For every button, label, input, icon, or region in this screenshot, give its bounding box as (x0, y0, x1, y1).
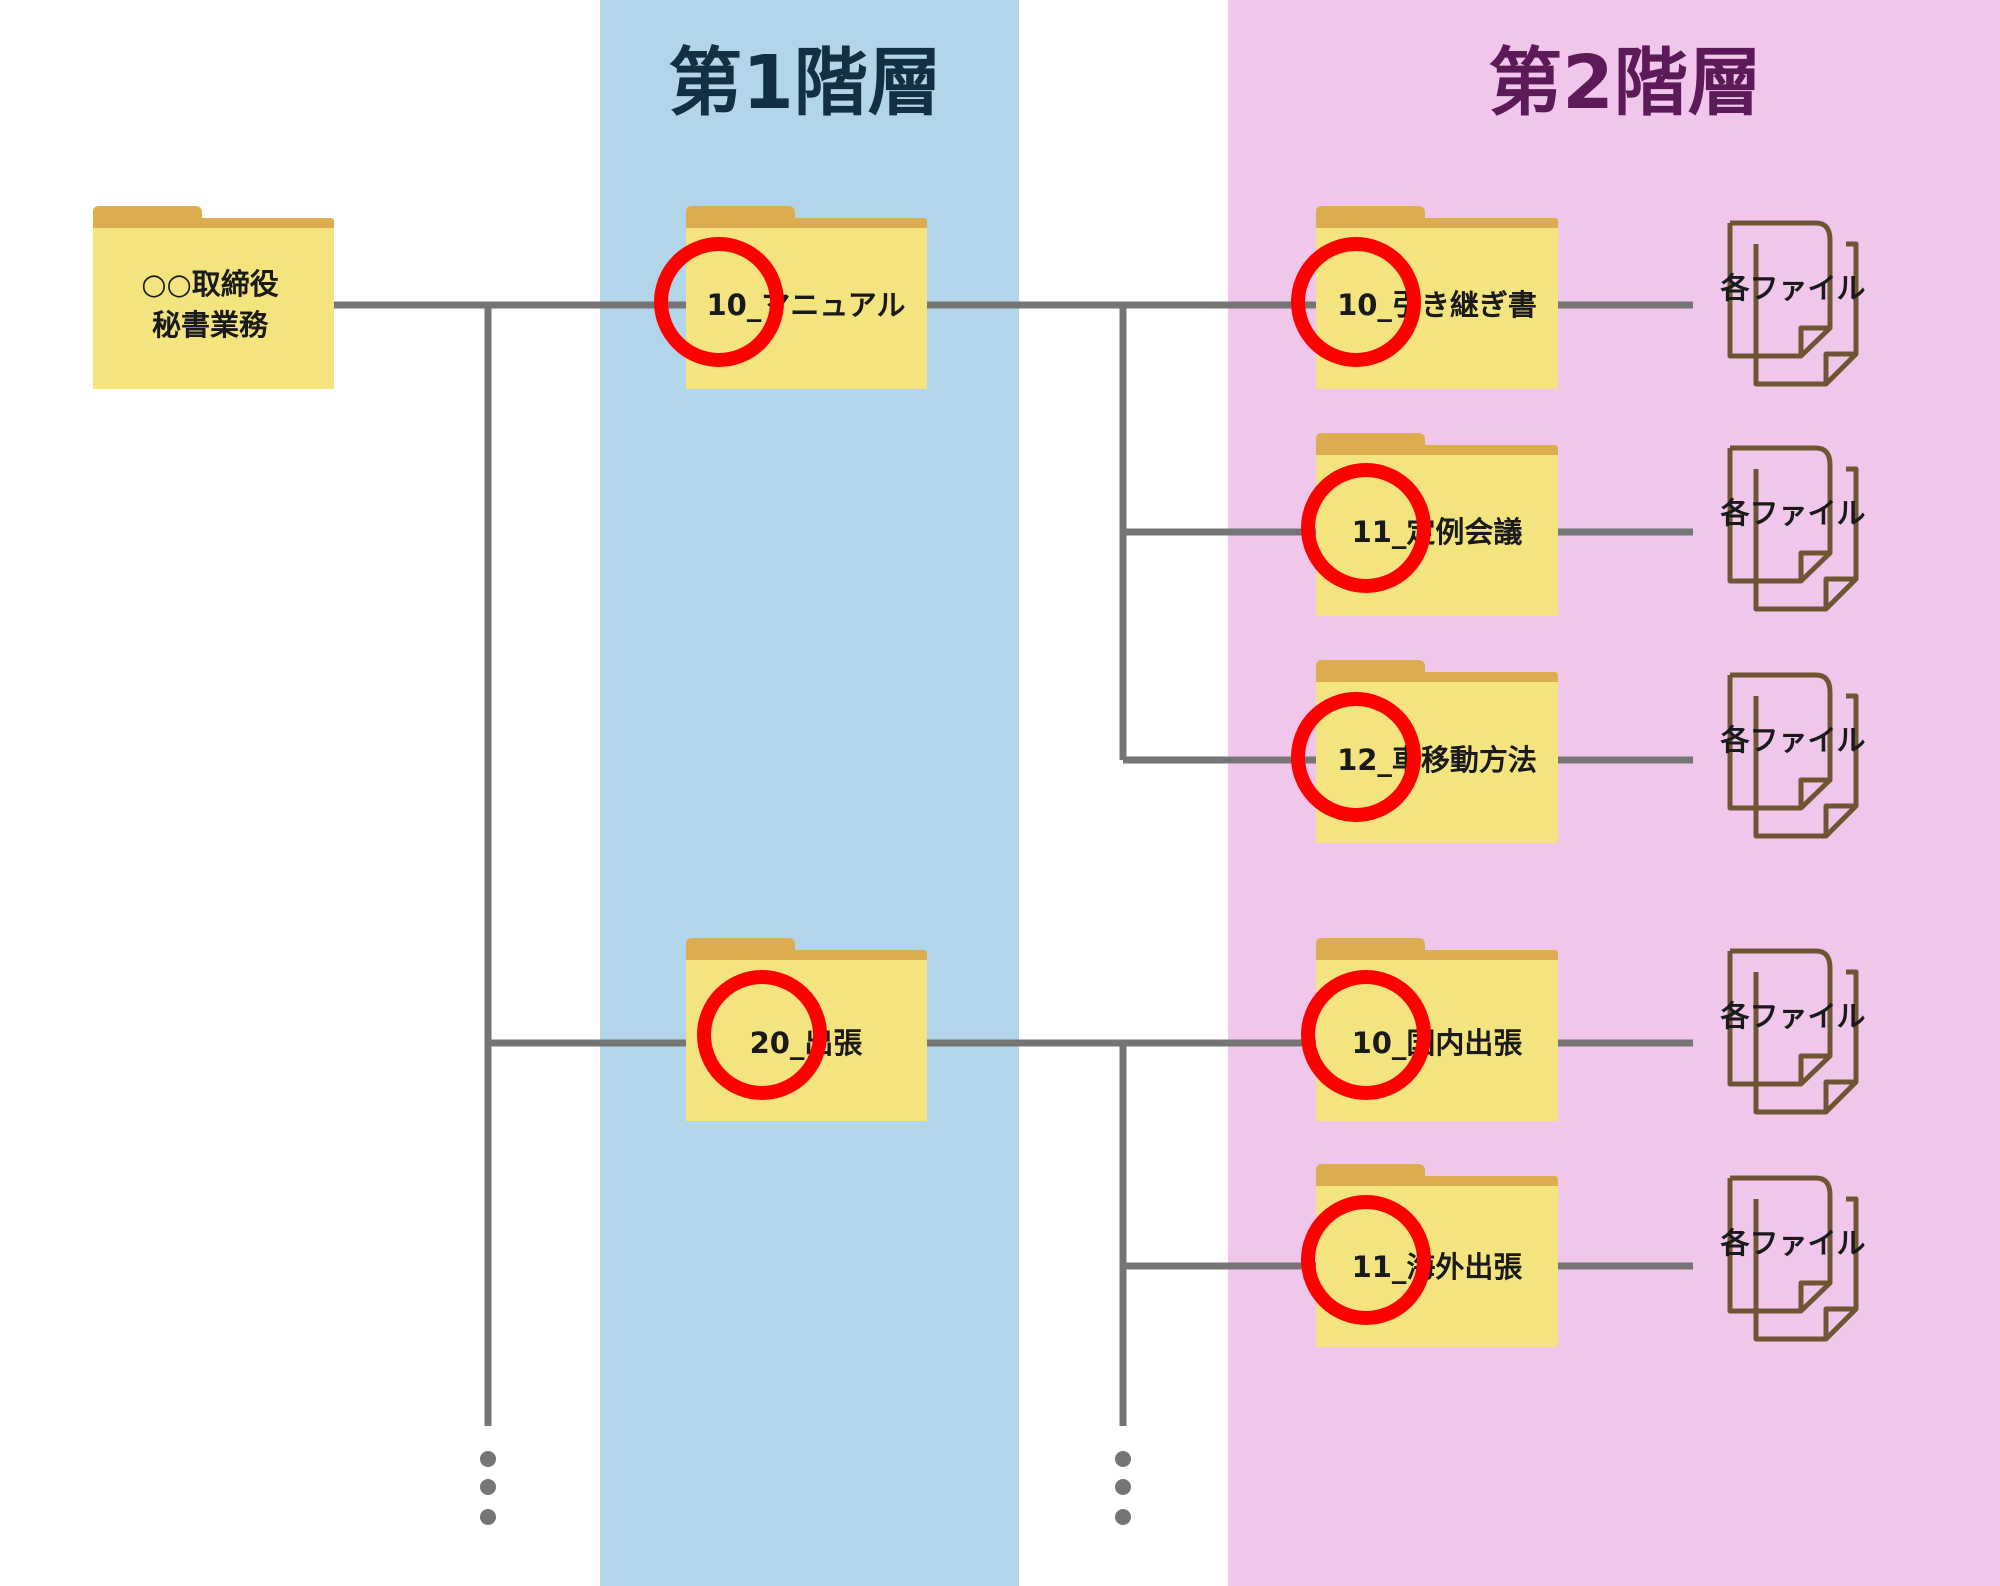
tier1-title: 第1階層 (668, 40, 942, 126)
red-circle-highlights (654, 237, 1431, 1325)
folder-icon (1316, 660, 1558, 843)
tier1-folder-shucho[interactable]: 20_出張 (686, 938, 927, 1121)
file-item-2[interactable]: 各ファイル (1719, 445, 1866, 612)
folder-label: 11_定例会議 (1352, 515, 1523, 549)
file-item-1[interactable]: 各ファイル (1719, 220, 1866, 387)
folder-icon (93, 206, 334, 389)
folder-label: 12_車移動方法 (1337, 743, 1537, 777)
folder-icon (686, 206, 927, 389)
document-stack-icon (1727, 1175, 1859, 1342)
file-label: 各ファイル (1719, 723, 1865, 757)
document-stack-icon (1727, 220, 1859, 387)
red-circle-highlight (1301, 1195, 1431, 1325)
folder-label: 20_出張 (750, 1026, 864, 1060)
file-label: 各ファイル (1719, 496, 1865, 530)
folder-label: 10_引き継ぎ書 (1337, 288, 1537, 322)
root-folder[interactable]: ○○取締役 秘書業務 (93, 206, 334, 389)
tier2-folder-kuruma[interactable]: 12_車移動方法 (1316, 660, 1558, 843)
file-label: 各ファイル (1719, 271, 1865, 305)
file-item-3[interactable]: 各ファイル (1719, 672, 1866, 839)
file-item-4[interactable]: 各ファイル (1719, 948, 1866, 1115)
red-circle-highlight (1291, 692, 1421, 822)
tier1-folder-manual[interactable]: 10_マニュアル (686, 206, 927, 389)
tier2-title: 第2階層 (1488, 40, 1762, 126)
document-stack-icon (1727, 948, 1859, 1115)
root-folder-label-line2: 秘書業務 (152, 308, 269, 342)
red-circle-highlight (1301, 463, 1431, 593)
vertical-ellipsis-icon (1115, 1451, 1131, 1525)
red-circle-highlight (654, 237, 784, 367)
red-circle-highlight (697, 970, 827, 1100)
file-item-5[interactable]: 各ファイル (1719, 1175, 1866, 1342)
connector-lines (334, 301, 1693, 1426)
vertical-ellipsis-icon (480, 1451, 496, 1525)
red-circle-highlight (1301, 970, 1431, 1100)
folder-label: 10_国内出張 (1352, 1026, 1524, 1060)
root-folder-label-line1: ○○取締役 (141, 267, 279, 301)
red-circle-highlight (1291, 237, 1421, 367)
tier2-folder-hikitsugi[interactable]: 10_引き継ぎ書 (1316, 206, 1558, 389)
document-stack-icon (1727, 445, 1859, 612)
file-label: 各ファイル (1719, 1226, 1865, 1260)
file-label: 各ファイル (1719, 999, 1865, 1033)
folder-label: 11_海外出張 (1352, 1250, 1524, 1284)
document-stack-icon (1727, 672, 1859, 839)
folder-label: 10_マニュアル (707, 288, 906, 322)
